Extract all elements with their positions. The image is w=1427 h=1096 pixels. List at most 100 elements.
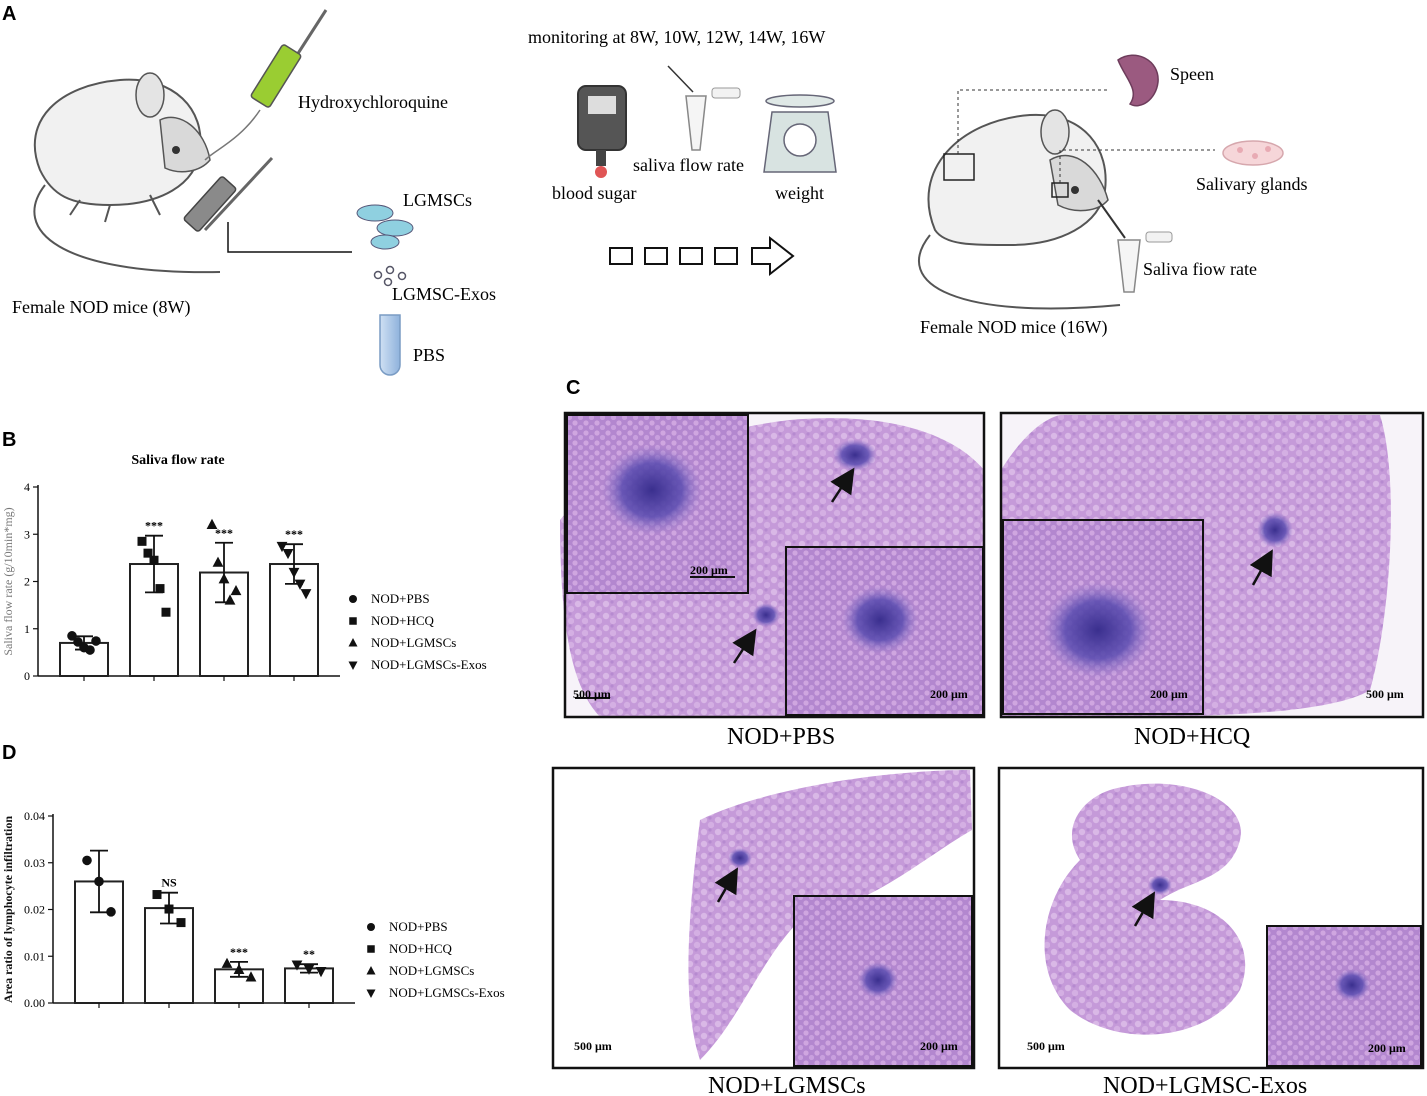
data-point [67,631,77,641]
saliva-tube-end-icon [1117,231,1173,293]
panel-label-a: A [2,3,16,25]
significance-label: ** [303,947,315,961]
exos-label: LGMSC-Exos [392,284,496,304]
significance-label: *** [215,526,233,540]
y-tick-label: 0.03 [24,856,45,870]
spleen-label: Speen [1170,64,1214,84]
data-point [212,556,224,567]
scalebar-lgmscs-large: 500 μm [574,1039,612,1053]
data-point [73,637,83,647]
data-point [276,541,288,553]
data-point [137,536,147,546]
legend-label: NOD+PBS [371,591,430,606]
saliva-tube-icon [667,65,741,151]
legend-label: NOD+HCQ [389,941,453,956]
timeline-arrow [609,235,795,277]
glands-label: Salivary glands [1196,174,1307,194]
legend-label: NOD+HCQ [371,613,435,628]
data-point [291,960,303,971]
legend-marker [367,923,375,931]
bar [199,571,249,678]
histology-lgmscs: 500 μm 200 μm [551,766,976,1070]
mouse-end-label: Female NOD mice (16W) [920,317,1107,338]
mouse-illustration-left [33,72,221,274]
y-tick-label: 1 [24,622,30,636]
weight-label: weight [775,183,824,203]
legend-label: NOD+PBS [389,919,448,934]
scalebar-pbs-inset-b: 200 μm [930,687,968,701]
y-tick-label: 0.00 [24,996,45,1010]
hcq-label: Hydroxychloroquine [298,92,448,112]
significance-label: NS [161,876,177,890]
data-point [230,584,242,596]
legend-label: NOD+LGMSCs-Exos [389,985,505,1000]
data-point [94,876,104,887]
legend-marker [349,595,357,603]
scale-icon [763,94,837,173]
y-tick-label: 2 [24,575,30,589]
legend-marker [367,945,375,953]
data-point [143,548,153,558]
pbs-label: PBS [413,345,445,365]
pbs-tube-icon [379,314,401,376]
mouse-illustration-right [918,89,1215,310]
legend-marker [366,989,376,998]
data-point [85,645,95,655]
panel-label-d: D [2,742,16,764]
y-axis-label: Saliva flow rate (g/10min*mg) [1,507,15,655]
legend-marker [348,661,358,670]
histology-lgmsc-exos: 500 μm 200 μm [997,766,1425,1070]
data-point [245,971,257,982]
data-point [294,579,306,590]
legend-label: NOD+LGMSCs-Exos [371,657,487,672]
data-point [224,594,236,605]
data-point [221,957,233,968]
data-point [206,518,218,529]
glucometer-icon [577,85,627,178]
data-point [149,555,159,565]
panel-label-b: B [2,429,16,451]
histology-pbs: 500 μm 200 μm 200 μm [560,411,986,719]
monitoring-label: monitoring at 8W, 10W, 12W, 14W, 16W [528,27,825,47]
data-point [91,636,101,646]
data-point [176,918,186,928]
legend-label: NOD+LGMSCs [389,963,474,978]
legend-marker [366,966,376,975]
data-point [152,890,162,900]
y-tick-label: 3 [24,527,30,541]
saliva-flow-label: saliva flow rate [633,155,744,175]
data-point [164,904,174,914]
salivary-gland-icon [1222,140,1284,166]
data-point [233,963,245,975]
data-point [300,589,312,600]
cells-label: LGMSCs [403,190,472,210]
y-axis-label: Area ratio of lymphocyte infiltration [1,816,15,1003]
data-point [218,573,230,584]
significance-label: *** [145,519,163,533]
blood-sugar-label: blood sugar [552,183,637,203]
caption-pbs: NOD+PBS [727,724,835,750]
syringe-injection-icon [183,156,352,253]
data-point [303,964,315,975]
significance-label: *** [285,527,303,541]
data-point [282,548,294,560]
significance-label: *** [230,945,248,959]
data-point [161,607,171,617]
caption-lgmscs: NOD+LGMSCs [708,1073,866,1096]
syringe-hcq-icon [204,9,328,161]
scalebar-hcq-large: 500 μm [1366,687,1404,701]
cells-icon [356,204,414,250]
legend-marker [348,638,358,647]
chart-title: Saliva flow rate [131,453,224,468]
y-tick-label: 0.04 [24,809,45,823]
panel-label-c: C [566,377,580,399]
data-point [288,567,300,579]
scalebar-lgmscs-inset: 200 μm [920,1039,958,1053]
scalebar-exos-inset: 200 μm [1368,1041,1406,1055]
caption-hcq: NOD+HCQ [1134,724,1250,750]
spleen-icon [1117,54,1159,107]
data-point [106,907,116,917]
